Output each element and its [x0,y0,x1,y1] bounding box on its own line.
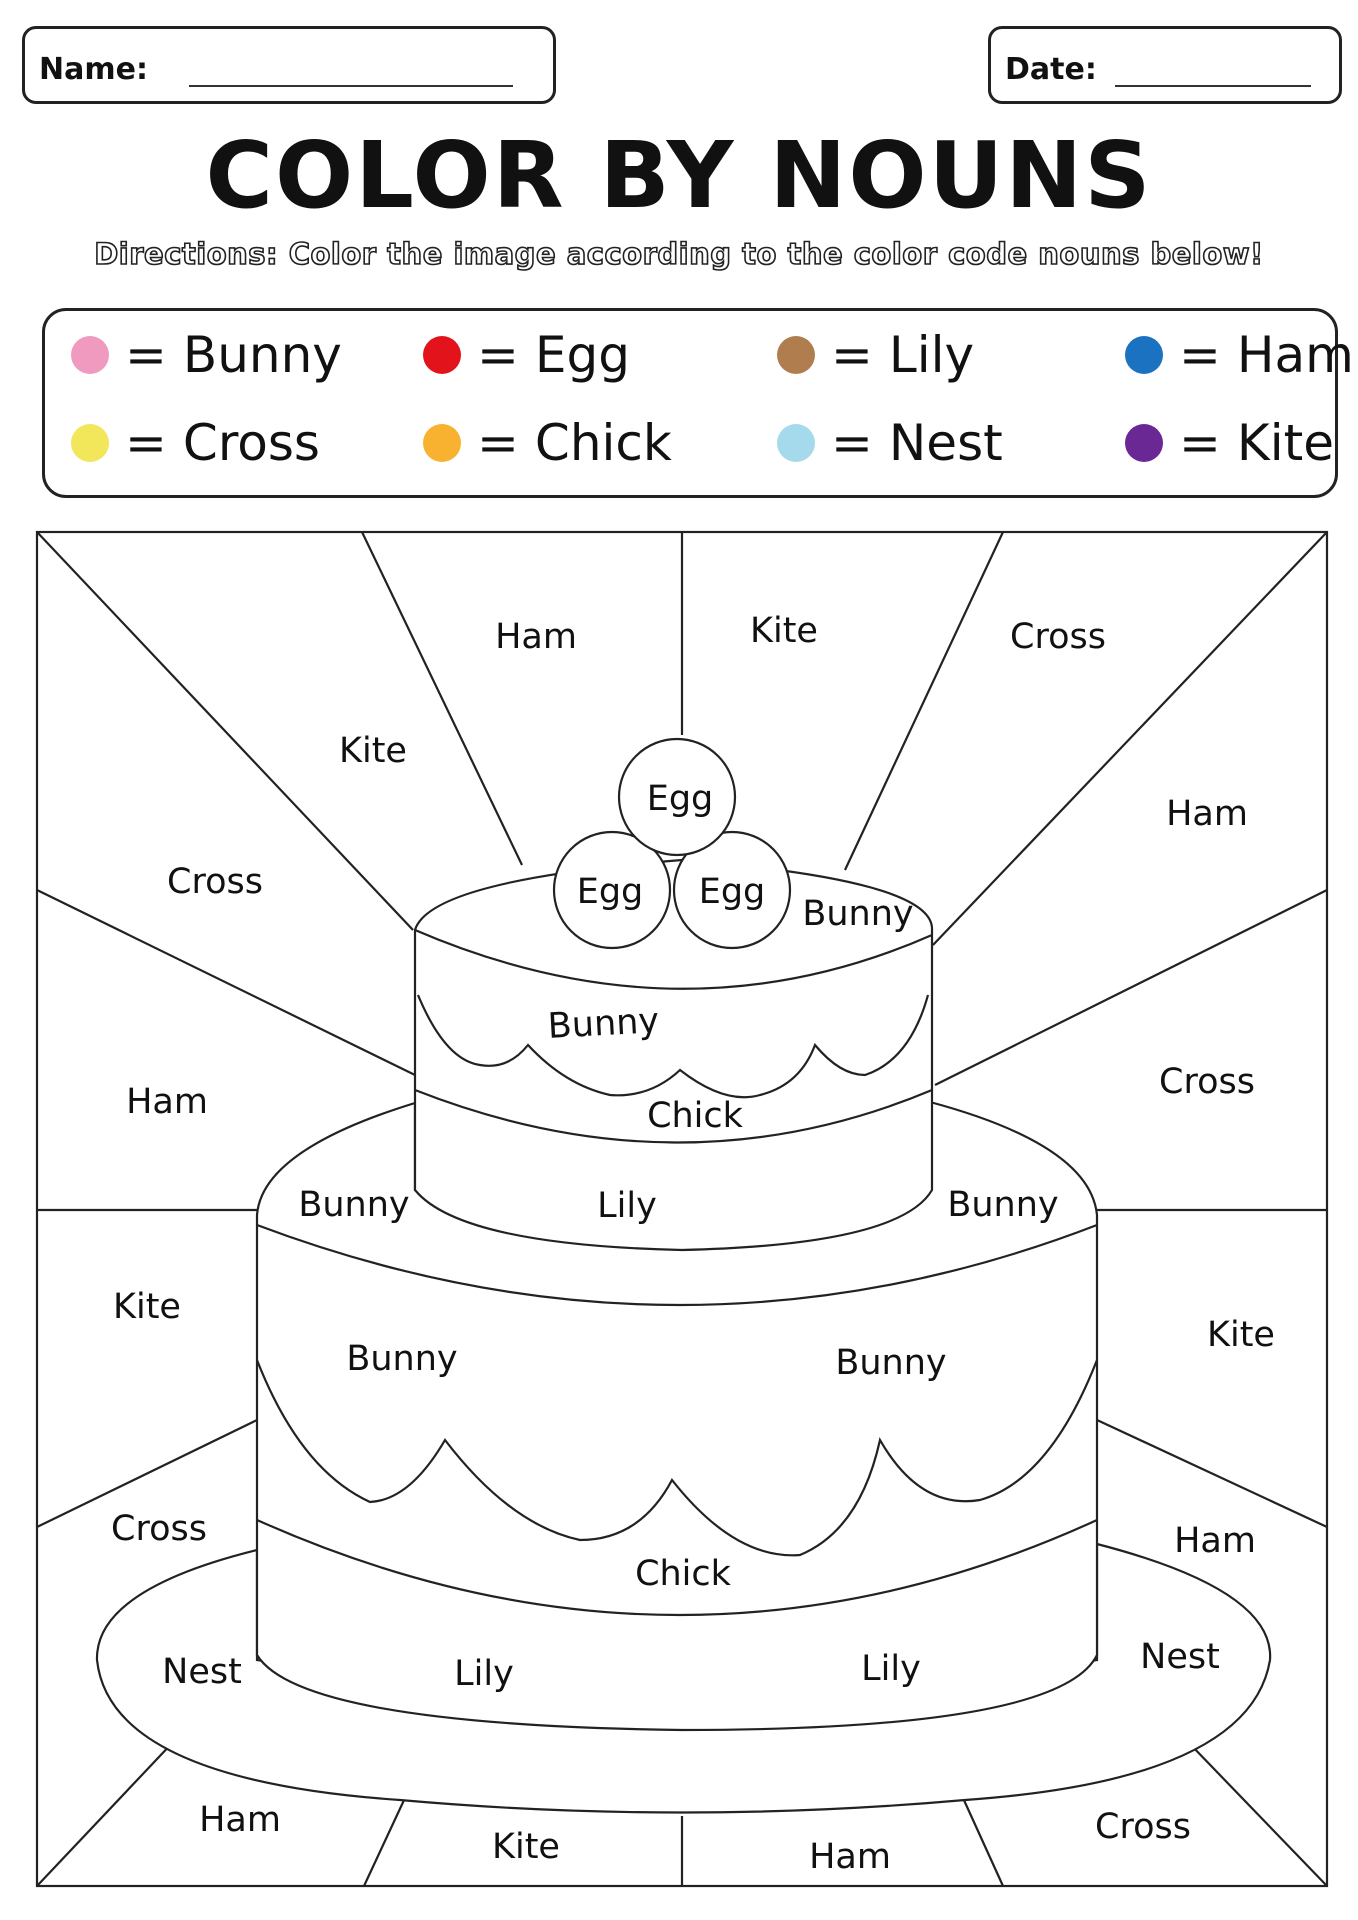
equals-sign: = [125,326,167,384]
cake-word-8: Bunny [835,1343,946,1383]
equals-sign: = [1179,326,1221,384]
cake-word-4: Bunny [298,1185,409,1225]
egg-word-2: Egg [699,872,766,912]
date-field-box: Date: [988,26,1342,104]
legend-word: Ham [1236,326,1354,384]
legend-item-ham: = Ham [1125,325,1354,385]
picture-outlines [35,530,1329,1888]
ray-word-7: Ham [126,1082,208,1122]
legend-item-cross: = Cross [71,413,320,473]
ray-word-8: Cross [1159,1062,1255,1102]
equals-sign: = [831,414,873,472]
cake-word-1: Bunny [802,894,913,934]
color-swatch [1125,424,1163,462]
ray-word-14: Kite [492,1827,560,1867]
cake-top-tier [413,858,934,1252]
page-title: COLOR BY NOUNS [205,122,1153,229]
legend-item-lily: = Lily [777,325,974,385]
cake-word-11: Lily [454,1654,514,1694]
cake-word-6: Bunny [947,1185,1058,1225]
date-label: Date: [1005,52,1097,87]
egg-left [552,830,672,950]
color-swatch [71,424,109,462]
bottom-tier-band [256,1518,1098,1617]
name-field-box: Name: [22,26,556,104]
legend-item-bunny: = Bunny [71,325,342,385]
legend-item-kite: = Kite [1125,413,1334,473]
ray-word-4: Kite [339,731,407,771]
top-tier-band [414,1088,933,1144]
equals-sign: = [831,326,873,384]
cake-word-9: Chick [635,1554,732,1594]
date-write-line [1115,85,1311,87]
bottom-tier-rim [256,1223,1098,1307]
egg-right [672,830,792,950]
cake-word-13: Nest [1140,1637,1220,1677]
egg-word-1: Egg [577,872,644,912]
legend-item-nest: = Nest [777,413,1003,473]
ray-word-2: Kite [750,611,818,651]
cake-word-10: Nest [162,1652,242,1692]
equals-sign: = [1179,414,1221,472]
cake-word-3: Chick [647,1096,744,1136]
ray-word-5: Ham [1166,794,1248,834]
color-swatch [423,336,461,374]
egg-word-3: Egg [647,779,714,819]
directions-text: Directions: Color the image according to… [93,236,1264,272]
name-write-line [189,85,513,87]
legend-word: Lily [888,326,975,384]
ray-word-3: Cross [1010,617,1106,657]
cake-word-2: Bunny [547,1001,660,1047]
color-swatch [777,424,815,462]
legend-word: Bunny [182,326,342,384]
equals-sign: = [477,414,519,472]
sun-rays [36,531,1328,1887]
legend-item-chick: = Chick [423,413,672,473]
ray-word-16: Cross [1095,1807,1191,1847]
cake-word-7: Bunny [346,1339,457,1379]
ray-word-13: Ham [199,1800,281,1840]
color-code-legend: = Bunny = Egg = Lily = Ham = Cross = Chick = Nest = Kit… [42,308,1354,498]
equals-sign: = [125,414,167,472]
legend-item-egg: = Egg [423,325,630,385]
ray-word-10: Kite [1207,1315,1275,1355]
legend-word: Egg [534,326,630,384]
legend-word: Nest [888,414,1003,472]
egg-top [617,737,737,857]
top-tier-frosting [416,994,930,1099]
ray-word-9: Kite [113,1287,181,1327]
ray-word-12: Ham [1174,1521,1256,1561]
color-swatch [1125,336,1163,374]
top-tier-rim [414,928,933,990]
color-swatch [777,336,815,374]
cake-word-5: Lily [597,1186,657,1226]
legend-word: Kite [1236,414,1334,472]
cake-word-12: Lily [861,1649,921,1689]
bottom-tier-frosting [255,1359,1099,1557]
ray-word-15: Ham [809,1837,891,1877]
ray-word-11: Cross [111,1509,207,1549]
ray-word-6: Cross [167,862,263,902]
color-swatch [423,424,461,462]
color-swatch [71,336,109,374]
ray-word-1: Ham [495,617,577,657]
equals-sign: = [477,326,519,384]
legend-word: Cross [182,414,320,472]
legend-word: Chick [534,414,672,472]
name-label: Name: [39,52,148,87]
